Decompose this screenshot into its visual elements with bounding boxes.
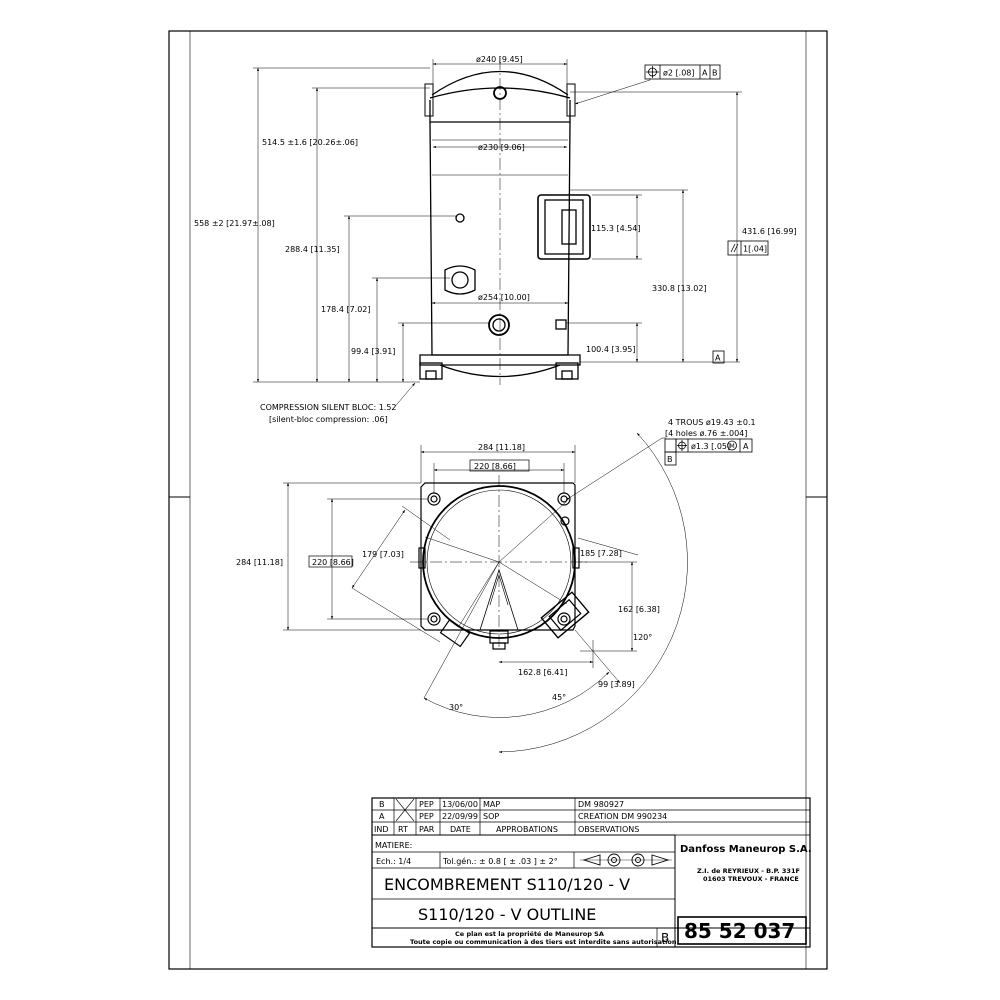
rev-appro-b: MAP bbox=[483, 800, 500, 809]
rev-date-a: 22/09/99 bbox=[442, 812, 478, 821]
top-view: ø1.3 [.05] M A B 4 TROUS ø19.43 ±0.1 [4 … bbox=[236, 418, 756, 754]
dim-height-99: 99.4 [3.91] bbox=[351, 347, 395, 356]
tolerance-label: Tol.gén.: ± 0.8 [ ± .03 ] ± 2° bbox=[442, 856, 558, 866]
dim-179: 179 [7.03] bbox=[362, 550, 404, 559]
hole-tolerance-value: ø1.3 [.05] bbox=[691, 442, 730, 451]
scale-label: Ech.: 1/4 bbox=[376, 857, 411, 866]
hdr-date: DATE bbox=[450, 825, 471, 834]
hole-tolerance-frame bbox=[664, 438, 753, 466]
dim-width-284: 284 [11.18] bbox=[478, 443, 525, 452]
dim-depth-284: 284 [11.18] bbox=[236, 558, 283, 567]
dim-99: 99 [3.89] bbox=[598, 680, 635, 689]
rev-ind-b: B bbox=[379, 800, 385, 809]
company-address-2: 01603 TREVOUX - FRANCE bbox=[703, 875, 799, 883]
hdr-observations: OBSERVATIONS bbox=[578, 825, 639, 834]
dim-height-330: 330.8 [13.02] bbox=[652, 284, 707, 293]
company-name: Danfoss Maneurop S.A. bbox=[680, 844, 812, 855]
title-english: S110/120 - V OUTLINE bbox=[418, 905, 596, 924]
drawing-number: 85 52 037 bbox=[684, 919, 795, 943]
angle-30: 30° bbox=[449, 703, 463, 712]
property-notice: Ce plan est la propriété de Maneurop SA bbox=[455, 930, 604, 938]
title-french: ENCOMBREMENT S110/120 - V bbox=[384, 875, 630, 894]
dim-185: 185 [7.28] bbox=[580, 549, 622, 558]
dim-height-115: 115.3 [4.54] bbox=[591, 224, 641, 233]
angle-120: 120° bbox=[633, 633, 652, 642]
datum-b-ref: B bbox=[712, 69, 718, 78]
datum-a-ref: A bbox=[702, 69, 708, 78]
mmc-modifier: M bbox=[730, 443, 735, 450]
property-notice-2: Toute copie ou communication à des tiers… bbox=[410, 938, 677, 946]
rev-par-b: PEP bbox=[419, 800, 434, 809]
revision-letter: B bbox=[661, 931, 669, 945]
top-construction-lines bbox=[283, 432, 688, 754]
rev-date-b: 13/06/00 bbox=[442, 800, 478, 809]
angle-45: 45° bbox=[552, 693, 566, 702]
dim-height-514: 514.5 ±1.6 [20.26±.06] bbox=[262, 138, 358, 147]
dim-height-178: 178.4 [7.02] bbox=[321, 305, 371, 314]
dim-162: 162 [6.38] bbox=[618, 605, 660, 614]
rev-par-a: PEP bbox=[419, 812, 434, 821]
hdr-par: PAR bbox=[419, 825, 435, 834]
datum-a-box: A bbox=[715, 354, 721, 363]
rev-obs-b: DM 980927 bbox=[578, 800, 624, 809]
dim-depth-220: 220 [8.66] bbox=[312, 558, 354, 567]
position-tolerance-value: ø2 [.08] bbox=[663, 69, 695, 78]
company-address-1: Z.I. de REYRIEUX - B.P. 331F bbox=[697, 867, 800, 875]
dim-height-558: 558 ±2 [21.97±.08] bbox=[194, 219, 275, 228]
dim-height-100: 100.4 [3.95] bbox=[586, 345, 636, 354]
dim-height-431: 431.6 [16.99] bbox=[742, 227, 797, 236]
hole-datum-b: B bbox=[667, 455, 673, 464]
title-block bbox=[371, 797, 811, 948]
matiere-label: MATIERE: bbox=[375, 841, 412, 850]
rev-ind-a: A bbox=[379, 812, 385, 821]
dim-dia-230: ø230 [9.06] bbox=[478, 143, 525, 152]
silent-bloc-note: COMPRESSION SILENT BLOC: 1.52 bbox=[260, 403, 397, 412]
base-plate bbox=[418, 482, 590, 650]
parallelism-frame bbox=[727, 240, 769, 256]
hdr-ind: IND bbox=[374, 825, 389, 834]
position-tolerance-frame bbox=[644, 64, 721, 80]
hdr-approbations: APPROBATIONS bbox=[496, 825, 558, 834]
dim-dia-254: ø254 [10.00] bbox=[478, 293, 530, 302]
dim-162-8: 162.8 [6.41] bbox=[518, 668, 568, 677]
dim-dia-240: ø240 [9.45] bbox=[476, 55, 523, 64]
hdr-rt: RT bbox=[398, 825, 408, 834]
hole-datum-a: A bbox=[743, 442, 749, 451]
holes-note-en: [4 holes ø.76 ±.004] bbox=[665, 429, 747, 438]
holes-note: 4 TROUS ø19.43 ±0.1 bbox=[668, 418, 756, 427]
side-view: ø2 [.08] A B 1[.04] A ø240 [9.45] ø230 [… bbox=[194, 55, 797, 424]
side-dimension-lines bbox=[253, 59, 742, 411]
rev-appro-a: SOP bbox=[483, 812, 499, 821]
sheet-frame bbox=[168, 30, 828, 970]
compressor-body bbox=[419, 70, 591, 380]
dim-width-220: 220 [8.66] bbox=[474, 462, 516, 471]
rev-obs-a: CREATION DM 990234 bbox=[578, 812, 667, 821]
parallelism-value: 1[.04] bbox=[743, 245, 767, 254]
dim-height-288: 288.4 [11.35] bbox=[285, 245, 340, 254]
silent-bloc-note-en: [silent-bloc compression: .06] bbox=[269, 415, 388, 424]
revision-table: B PEP 13/06/00 MAP DM 980927 A PEP 22/09… bbox=[374, 800, 667, 834]
